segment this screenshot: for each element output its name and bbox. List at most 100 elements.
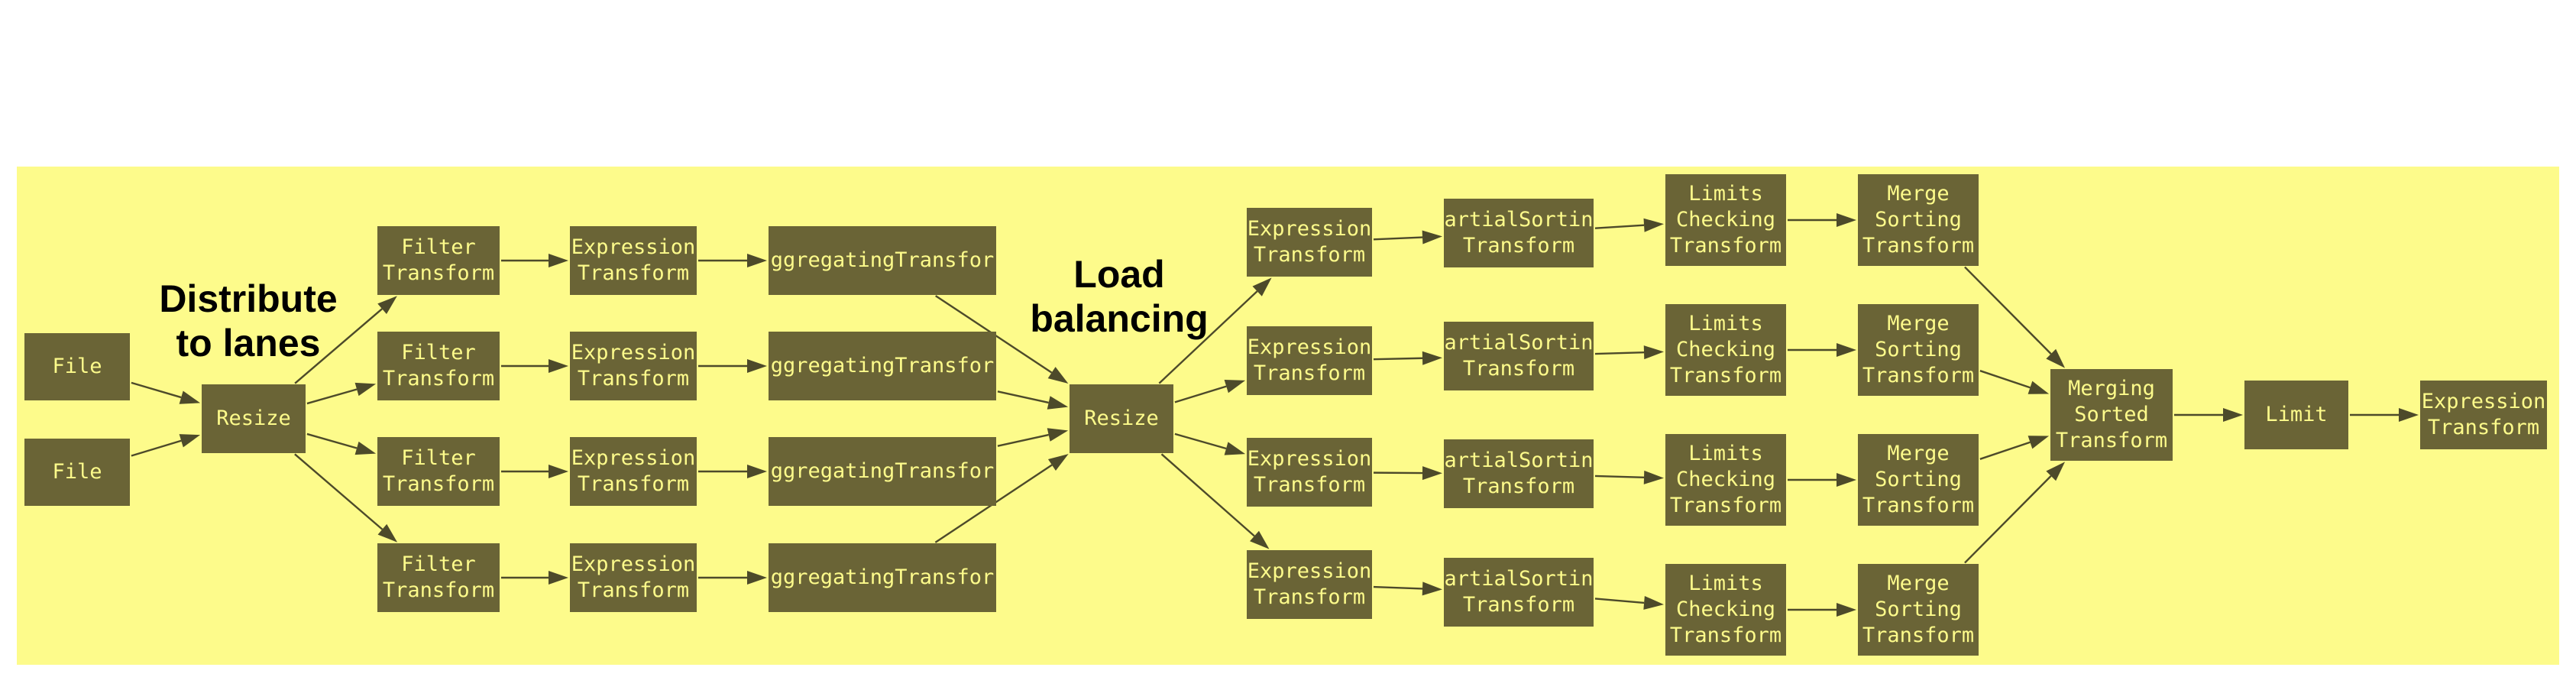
edge-arrowhead bbox=[1224, 442, 1246, 455]
edge-arrowhead bbox=[2046, 348, 2066, 368]
edge-arrowhead bbox=[179, 434, 201, 448]
edge-arrowhead bbox=[2027, 436, 2050, 449]
edge-line bbox=[1979, 441, 2031, 460]
filter-transform-node: Filter Transform bbox=[377, 226, 500, 295]
limits-checking-transform-node: Limits Checking Transform bbox=[1665, 434, 1786, 526]
edge-line bbox=[1964, 475, 2052, 564]
expression-transform-node: Expression Transform bbox=[2420, 381, 2547, 449]
edge-line bbox=[294, 308, 383, 384]
edge-arrowhead bbox=[2223, 408, 2243, 422]
file-node: File bbox=[24, 439, 130, 506]
edge-arrowhead bbox=[1837, 603, 1856, 617]
distribute-to-lanes-label: Distribute to lanes bbox=[159, 277, 338, 364]
expression-transform-node: Expression Transform bbox=[570, 437, 697, 506]
limit-node: Limit bbox=[2244, 381, 2348, 449]
expression-transform-node: Expression Transform bbox=[1247, 326, 1372, 395]
merge-sorting-transform-node: Merge Sorting Transform bbox=[1858, 304, 1979, 396]
filter-transform-node: Filter Transform bbox=[377, 543, 500, 612]
aggregating-transform-node: ggregatingTransfor bbox=[769, 332, 996, 400]
expression-transform-node: Expression Transform bbox=[1247, 208, 1372, 277]
edge-line bbox=[1174, 432, 1227, 450]
edge-arrowhead bbox=[377, 523, 398, 543]
edge-arrowhead bbox=[179, 390, 201, 404]
edge-line bbox=[1158, 290, 1258, 384]
partial-sorting-transform-node: artialSortin Transform bbox=[1444, 322, 1594, 390]
edge-line bbox=[1373, 236, 1423, 241]
edge-arrowhead bbox=[1047, 454, 1069, 471]
merge-sorting-transform-node: Merge Sorting Transform bbox=[1858, 564, 1979, 656]
edge-line bbox=[1373, 357, 1423, 361]
edge-arrowhead bbox=[2046, 462, 2066, 481]
limits-checking-transform-node: Limits Checking Transform bbox=[1665, 174, 1786, 266]
file-node: File bbox=[24, 333, 130, 400]
edge-arrowhead bbox=[1837, 213, 1856, 227]
edge-line bbox=[1964, 266, 2052, 355]
edge-arrowhead bbox=[2399, 408, 2419, 422]
edge-arrowhead bbox=[1047, 367, 1069, 384]
edge-arrowhead bbox=[1224, 379, 1246, 394]
edge-line bbox=[1160, 453, 1255, 537]
edge-arrowhead bbox=[1422, 230, 1443, 245]
edge-line bbox=[1594, 351, 1645, 355]
edge-arrowhead bbox=[747, 254, 767, 267]
edge-line bbox=[1594, 598, 1645, 604]
edge-line bbox=[131, 439, 182, 457]
expression-transform-node: Expression Transform bbox=[570, 332, 697, 400]
edge-line bbox=[1373, 585, 1423, 590]
edge-arrowhead bbox=[1837, 343, 1856, 357]
partial-sorting-transform-node: artialSortin Transform bbox=[1444, 558, 1594, 627]
aggregating-transform-node: ggregatingTransfor bbox=[769, 437, 996, 506]
edge-arrowhead bbox=[1643, 470, 1665, 484]
filter-transform-node: Filter Transform bbox=[377, 437, 500, 506]
edge-line bbox=[1174, 385, 1227, 403]
merge-sorting-transform-node: Merge Sorting Transform bbox=[1858, 434, 1979, 526]
partial-sorting-transform-node: artialSortin Transform bbox=[1444, 439, 1594, 508]
edge-arrowhead bbox=[1422, 351, 1443, 365]
edge-arrowhead bbox=[747, 571, 767, 585]
load-balancing-label: Load balancing bbox=[1030, 253, 1209, 340]
edge-line bbox=[997, 433, 1049, 447]
edge-arrowhead bbox=[1422, 581, 1443, 596]
partial-sorting-transform-node: artialSortin Transform bbox=[1444, 199, 1594, 267]
edge-line bbox=[1594, 224, 1645, 229]
edge-arrowhead bbox=[549, 571, 568, 585]
edge-arrowhead bbox=[1250, 530, 1270, 549]
edge-arrowhead bbox=[354, 441, 377, 455]
edge-arrowhead bbox=[1047, 428, 1069, 442]
filter-transform-node: Filter Transform bbox=[377, 332, 500, 400]
edge-line bbox=[131, 381, 182, 399]
expression-transform-node: Expression Transform bbox=[1247, 438, 1372, 507]
edge-arrowhead bbox=[747, 359, 767, 373]
expression-transform-node: Expression Transform bbox=[1247, 550, 1372, 619]
edge-line bbox=[294, 453, 383, 530]
edge-arrowhead bbox=[1643, 595, 1665, 610]
edge-arrowhead bbox=[1422, 466, 1442, 481]
edge-arrowhead bbox=[1643, 345, 1665, 360]
aggregating-transform-node: ggregatingTransfor bbox=[769, 543, 996, 612]
edge-arrowhead bbox=[1643, 218, 1665, 232]
edge-line bbox=[1979, 370, 2031, 389]
edge-line bbox=[1594, 475, 1645, 479]
edge-arrowhead bbox=[1837, 473, 1856, 487]
merging-sorted-transform-node: Merging Sorted Transform bbox=[2050, 369, 2173, 461]
edge-arrowhead bbox=[747, 465, 767, 478]
expression-transform-node: Expression Transform bbox=[570, 543, 697, 612]
edge-arrowhead bbox=[549, 254, 568, 267]
aggregating-transform-node: ggregatingTransfor bbox=[769, 226, 996, 295]
limits-checking-transform-node: Limits Checking Transform bbox=[1665, 304, 1786, 396]
edge-arrowhead bbox=[1047, 396, 1069, 410]
merge-sorting-transform-node: Merge Sorting Transform bbox=[1858, 174, 1979, 266]
edge-arrowhead bbox=[549, 465, 568, 478]
resize-node: Resize bbox=[202, 384, 306, 453]
limits-checking-transform-node: Limits Checking Transform bbox=[1665, 564, 1786, 656]
edge-line bbox=[306, 388, 358, 405]
edge-arrowhead bbox=[2027, 381, 2050, 394]
edge-line bbox=[306, 432, 358, 449]
edge-arrowhead bbox=[377, 296, 397, 315]
edge-line bbox=[997, 390, 1049, 404]
expression-transform-node: Expression Transform bbox=[570, 226, 697, 295]
edge-arrowhead bbox=[1252, 277, 1272, 296]
edge-arrowhead bbox=[354, 382, 377, 397]
edge-arrowhead bbox=[549, 359, 568, 373]
